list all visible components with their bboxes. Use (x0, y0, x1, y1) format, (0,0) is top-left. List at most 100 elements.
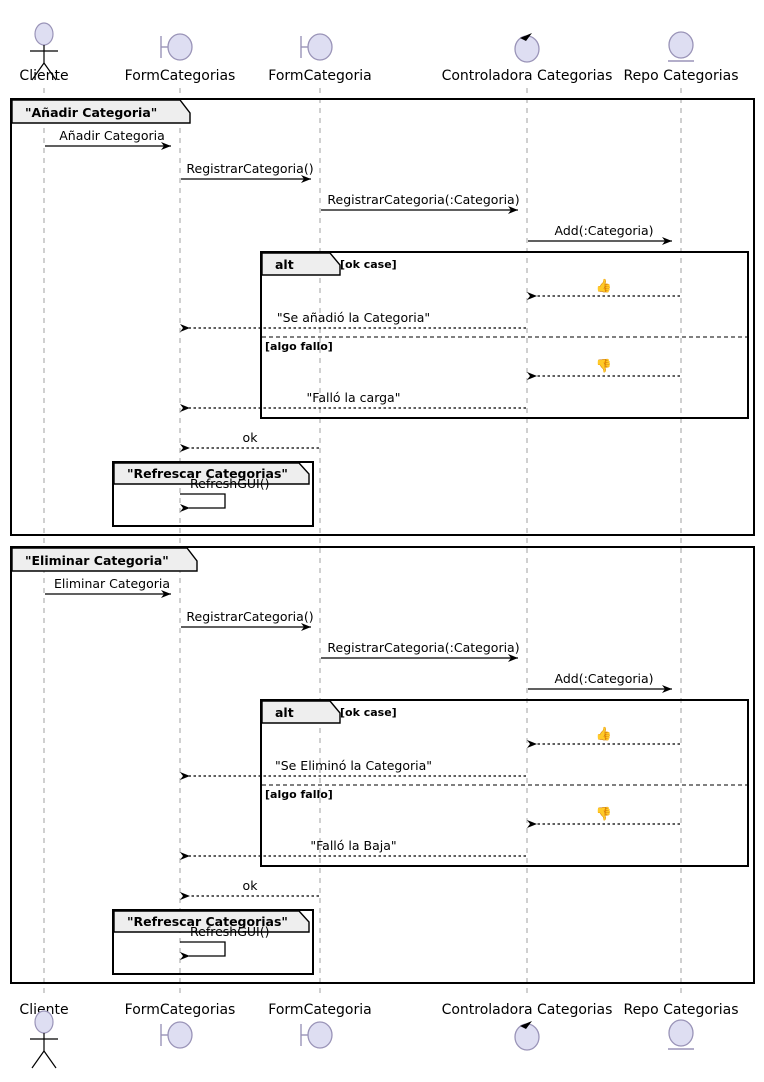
control-circle (514, 35, 540, 63)
message-label-b3: 👎 (596, 806, 612, 822)
boundary-icon-formcat-foot (300, 1021, 333, 1049)
self-message-label-frame-refrescar-1: RefreshGUI() (190, 476, 269, 491)
boundary-icon-formcats-foot (160, 1021, 193, 1049)
frame-refrescar-1-border (112, 461, 314, 527)
message-b2: "Se Eliminó la Categoria" (180, 758, 526, 780)
alt-eliminar: alt (260, 699, 749, 867)
self-message-label-frame-refrescar-2: RefreshGUI() (190, 924, 269, 939)
participant-heads-layer: ClienteClienteFormCategoriasFormCategori… (19, 22, 739, 1069)
entity-icon-repo-head (668, 31, 694, 62)
participant-label-footer-cliente: Cliente (19, 1002, 68, 1018)
message-label-b4: "Falló la Baja" (310, 838, 396, 853)
self-message-frame-refrescar-1: RefreshGUI() (180, 476, 269, 512)
participant-label-footer-formcat: FormCategoria (268, 1002, 371, 1018)
message-label-p1: ok (243, 430, 259, 445)
message-label-n2: RegistrarCategoria() (186, 609, 313, 624)
group-anadir: "Añadir Categoria" (10, 98, 755, 536)
boundary-circle (167, 33, 193, 61)
alt-eliminar-tab (261, 700, 341, 724)
message-a1: 👍 (527, 278, 680, 300)
alt-anadir-title: alt (275, 257, 294, 272)
control-arrow (520, 1021, 532, 1029)
self-message-path-frame-refrescar-2 (180, 941, 226, 960)
message-m4: Add(:Categoria) (528, 223, 672, 245)
message-b4: "Falló la Baja" (180, 838, 526, 860)
frame-refrescar-2-title: "Refrescar Categorias" (127, 914, 288, 929)
alt-eliminar-border (260, 699, 749, 867)
boundary-icon-formcat-head (300, 33, 333, 61)
actor-leg-right (43, 62, 57, 81)
alt-eliminar-guard-0: [ok case] (340, 706, 397, 719)
actor-head (34, 1010, 54, 1034)
participant-label-footer-repo: Repo Categorias (623, 1002, 738, 1018)
group-anadir-tab (11, 99, 191, 124)
group-eliminar-title: "Eliminar Categoria" (25, 553, 169, 568)
group-anadir-border (10, 98, 755, 536)
group-eliminar: "Eliminar Categoria" (10, 546, 755, 984)
message-label-m3: RegistrarCategoria(:Categoria) (327, 192, 519, 207)
participant-label-controladora: Controladora Categorias (442, 68, 613, 84)
message-m1: Añadir Categoria (45, 128, 171, 150)
boundary-circle (307, 33, 333, 61)
frame-refrescar-1-tab (113, 462, 310, 485)
message-label-a4: "Falló la carga" (307, 390, 401, 405)
boundary-icon-formcats-head (160, 33, 193, 61)
self-message-frame-refrescar-2: RefreshGUI() (180, 924, 269, 960)
message-b3: 👎 (527, 806, 680, 828)
message-label-n3: RegistrarCategoria(:Categoria) (327, 640, 519, 655)
group-eliminar-tab (11, 547, 198, 572)
alt-eliminar-title: alt (275, 705, 294, 720)
alt-eliminar-guard-1: [algo fallo] (265, 788, 333, 801)
message-n4: Add(:Categoria) (528, 671, 672, 693)
message-label-b2: "Se Eliminó la Categoria" (275, 758, 432, 773)
alt-anadir-tab (261, 252, 341, 276)
message-m2: RegistrarCategoria() (181, 161, 314, 183)
participant-label-footer-formcats: FormCategorias (125, 1002, 236, 1018)
group-eliminar-border (10, 546, 755, 984)
message-label-a3: 👎 (596, 358, 612, 374)
actor-leg-right (43, 1050, 57, 1069)
message-label-a1: 👍 (596, 278, 612, 294)
message-q1: ok (180, 878, 319, 900)
control-icon-controladora-head (514, 33, 540, 63)
participant-label-repo: Repo Categorias (623, 68, 738, 84)
message-label-m4: Add(:Categoria) (555, 223, 654, 238)
control-arrow (520, 33, 532, 41)
boundary-circle (307, 1021, 333, 1049)
message-n1: Eliminar Categoria (45, 576, 171, 598)
alt-anadir: alt (260, 251, 749, 419)
participant-label-footer-controladora: Controladora Categorias (442, 1002, 613, 1018)
message-p1: ok (180, 430, 319, 452)
participant-label-formcat: FormCategoria (268, 68, 371, 84)
message-a3: 👎 (527, 358, 680, 380)
fragments-layer: "Añadir Categoria"alt[ok case][algo fall… (10, 98, 755, 984)
message-n3: RegistrarCategoria(:Categoria) (321, 640, 520, 662)
message-label-b1: 👍 (596, 726, 612, 742)
message-label-m2: RegistrarCategoria() (186, 161, 313, 176)
message-m3: RegistrarCategoria(:Categoria) (321, 192, 520, 214)
actor-leg-left (31, 62, 45, 81)
frame-refrescar-1-title: "Refrescar Categorias" (127, 466, 288, 481)
control-icon-controladora-foot (514, 1021, 540, 1051)
actor-icon-cliente-head (30, 22, 58, 81)
alt-anadir-guard-1: [algo fallo] (265, 340, 333, 353)
actor-leg-left (31, 1050, 45, 1069)
alt-anadir-border (260, 251, 749, 419)
message-label-q1: ok (243, 878, 259, 893)
participant-label-cliente: Cliente (19, 68, 68, 84)
participant-label-formcats: FormCategorias (125, 68, 236, 84)
message-label-a2: "Se añadió la Categoria" (277, 310, 430, 325)
message-n2: RegistrarCategoria() (181, 609, 314, 631)
actor-icon-cliente-foot (30, 1010, 58, 1069)
frame-refrescar-1: "Refrescar Categorias" (112, 461, 314, 527)
entity-icon-repo-foot (668, 1019, 694, 1050)
control-circle (514, 1023, 540, 1051)
actor-head (34, 22, 54, 46)
frame-refrescar-2: "Refrescar Categorias" (112, 909, 314, 975)
message-label-m1: Añadir Categoria (59, 128, 165, 143)
self-message-path-frame-refrescar-1 (180, 493, 226, 512)
message-a4: "Falló la carga" (180, 390, 526, 412)
